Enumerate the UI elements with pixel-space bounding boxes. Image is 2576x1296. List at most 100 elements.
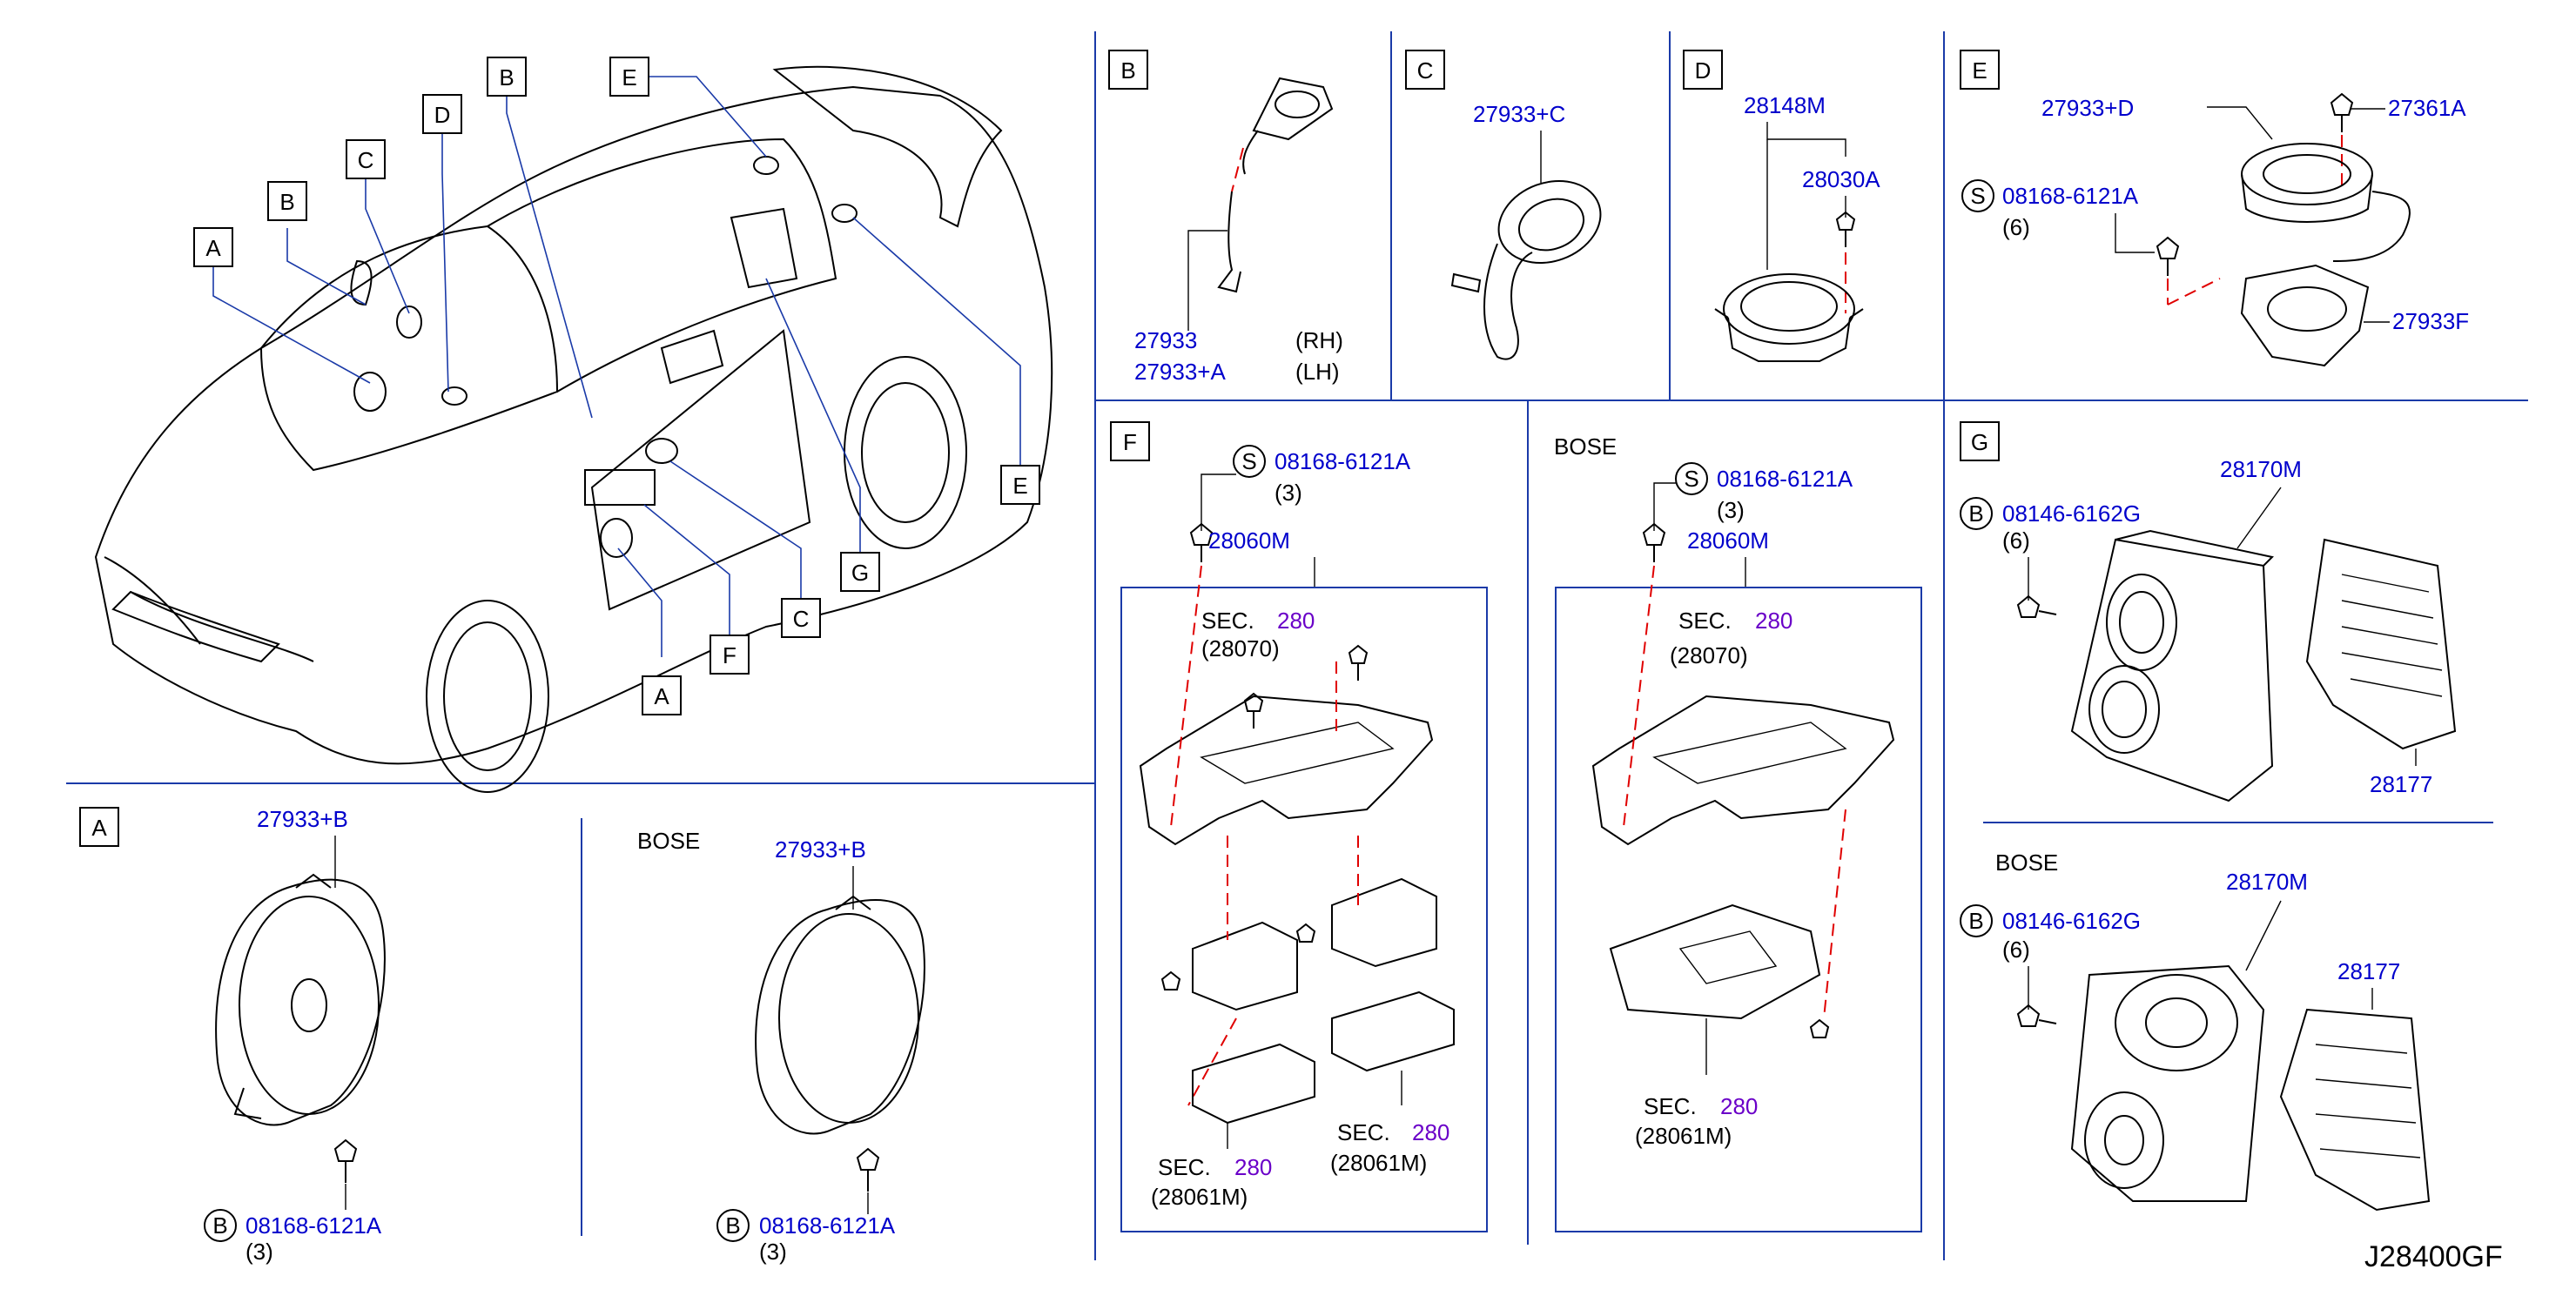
view-f-sec2-num: 280 [1234,1154,1272,1180]
view-f-amp-b [1331,990,1455,1072]
spot-e2 [831,204,858,223]
view-f-tray [1139,695,1434,846]
diagram-code: J28400GF [2364,1240,2503,1273]
view-g-bose: BOSE [1995,849,2058,876]
view-d-part2: 28030A [1802,166,1880,192]
view-e-screw [2330,92,2354,132]
view-a: A 27933+B B 08168-6121A (3) BOSE 27933+B… [79,806,925,1265]
view-b-letter: B [1120,57,1135,84]
view-e-bolt: 08168-6121A [2002,183,2139,209]
view-f-bose-sub1: (28070) [1670,642,1748,668]
view-e-bolt-icon [2156,236,2180,276]
view-f-sec3-num: 280 [1412,1119,1449,1145]
view-f-amp-a [1192,1043,1315,1125]
mirror [660,329,724,385]
view-g-amp-label: 28177 [2370,771,2432,797]
spot-f [584,469,656,506]
view-f-sec3: SEC. [1337,1119,1390,1145]
view-a-bose-qty: (3) [759,1239,787,1265]
view-a-letter: A [91,815,107,841]
view-b-part1: 27933 [1134,327,1197,353]
view-e-bracket [2240,264,2370,367]
rear-spoiler [772,65,1003,228]
view-b-lh: (LH) [1295,359,1340,385]
view-c-letter: C [1417,57,1434,84]
view-f-bracket-a [1192,921,1298,1011]
view-d-screw [1835,211,1856,247]
view-a-bose-bolt [856,1147,880,1192]
spot-d [441,386,467,406]
door-frame [590,329,811,611]
callout-e: E [622,64,636,91]
view-c: C 27933+C [1405,50,1602,360]
view-f-bose-bolt-icon [1642,522,1666,562]
view-a-qty: (3) [245,1239,273,1265]
spot-c2 [645,438,678,464]
car-overview [94,65,1053,793]
spot-a [353,372,387,412]
view-b-part2: 27933+A [1134,359,1226,385]
spot-g [730,207,798,289]
view-f-sub1: (28070) [1201,635,1280,661]
view-d-speaker [1723,273,1855,345]
view-e-part2: 27361A [2388,95,2466,121]
view-g-bose-bolt-icon [2016,1004,2057,1027]
view-f-bose-sec1: SEC. [1678,608,1732,634]
view-g-bose-qty: (6) [2002,937,2030,963]
view-f-bose-sec2-num: 280 [1720,1093,1758,1119]
view-f-letter: F [1123,429,1137,455]
view-g-qty: (6) [2002,527,2030,554]
view-f: F S 08168-6121A (3) 28060M SEC. 280 (280… [1110,421,1922,1232]
view-f-bolt-icon [1189,522,1214,562]
view-b: B 27933 27933+A (RH) (LH) [1108,50,1343,385]
view-a-speaker [215,878,386,1126]
view-g-subwoofer-box [2070,538,2274,802]
view-f-bolt-mark: S [1241,448,1256,474]
view-e: E 27933+D 27361A S 08168-6121A (6) 27933… [1960,50,2469,367]
view-e-speaker [2241,143,2373,205]
view-f-sec1-num: 280 [1277,608,1315,634]
view-f-sub2: (28061M) [1151,1184,1248,1210]
windshield [259,225,559,472]
callout-b2: B [499,64,514,91]
callout-c2: C [793,606,810,632]
view-f-bose-qty: (3) [1717,497,1745,523]
view-f-bose-sub2: (28061M) [1635,1123,1732,1149]
view-f-bose-bracket: 28060M [1687,527,1769,554]
view-g: G 28170M B 08146-6162G (6) 28177 BOSE 28… [1960,421,2457,1212]
callout-f: F [723,642,736,668]
view-g-bose-bolt-mark: B [1968,908,1983,934]
view-b-rh: (RH) [1295,327,1343,353]
view-g-bolt-mark: B [1968,500,1983,527]
view-a-bose: BOSE [637,828,700,854]
view-f-bose-bolt: 08168-6121A [1717,466,1853,492]
view-f-sub3: (28061M) [1330,1150,1427,1176]
spot-a2 [600,518,633,558]
callout-a: A [205,235,221,261]
view-g-letter: G [1971,429,1988,455]
view-d: D 28148M 28030A [1683,50,1880,362]
view-d-letter: D [1695,57,1712,84]
view-f-bracket-b [1331,877,1437,968]
view-g-bose-amp [2279,1008,2431,1212]
view-f-sec2: SEC. [1158,1154,1211,1180]
view-f-bose-bolt-mark: S [1684,466,1698,492]
view-e-letter: E [1972,57,1987,84]
view-e-part1: 27933+D [2041,95,2134,121]
view-f-bose-amp [1609,903,1821,1020]
callout-a2: A [654,683,669,709]
spot-e [753,156,779,175]
view-f-bose-sec1-num: 280 [1755,608,1792,634]
view-a-bolt-mark: B [212,1212,227,1239]
front-wheel [426,600,549,793]
view-f-bose-tray [1591,695,1895,846]
view-b-tweeter [1252,77,1334,141]
view-e-qty: (6) [2002,214,2030,240]
view-g-box: 28170M [2220,456,2302,482]
view-g-amp [2305,538,2457,750]
callout-c: C [358,147,374,173]
view-a-bose-bolt: 08168-6121A [759,1212,896,1239]
view-g-bolt: 08146-6162G [2002,500,2141,527]
